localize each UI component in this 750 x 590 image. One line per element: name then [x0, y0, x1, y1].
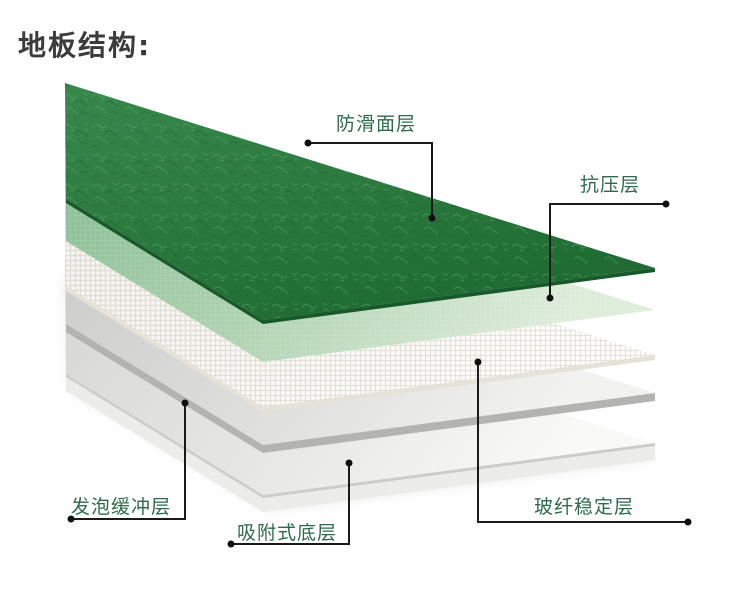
page-title: 地板结构: — [18, 29, 152, 62]
leader-dot — [684, 518, 692, 526]
anti-slip-edge — [66, 199, 655, 324]
leader-lines — [71, 142, 688, 545]
suction-bottom-front-face — [66, 374, 655, 512]
leader-dot — [546, 294, 554, 302]
leader-foam — [71, 403, 186, 520]
leader-dots — [67, 139, 692, 548]
leader-dot — [428, 214, 436, 222]
label-anti-slip-surface-layer: 防滑面层 — [335, 113, 417, 135]
label-glass-fiber-stable-layer: 玻纤稳定层 — [533, 496, 635, 518]
leader-dot — [304, 139, 312, 147]
layer-anti-slip — [65, 83, 655, 324]
leader-anti-slip — [308, 142, 433, 218]
leader-dot — [67, 515, 75, 523]
leader-dot — [662, 200, 670, 208]
fiber-edge — [66, 286, 655, 412]
foam-edge — [66, 324, 655, 453]
leader-dot — [181, 399, 189, 407]
leader-glass-fiber — [477, 362, 688, 523]
suction-bottom-edge-stripe — [66, 374, 655, 498]
leader-suction — [231, 463, 350, 545]
leader-dot — [345, 459, 353, 467]
leader-compression — [549, 203, 666, 298]
label-compression-resistant-layer: 抗压层 — [579, 174, 641, 196]
leader-dot — [474, 358, 482, 366]
label-foam-cushion-layer: 发泡缓冲层 — [70, 496, 172, 518]
anti-slip-leather-texture — [65, 83, 655, 320]
leader-dot — [227, 540, 235, 548]
label-suction-bottom-layer: 吸附式底层 — [236, 522, 338, 544]
